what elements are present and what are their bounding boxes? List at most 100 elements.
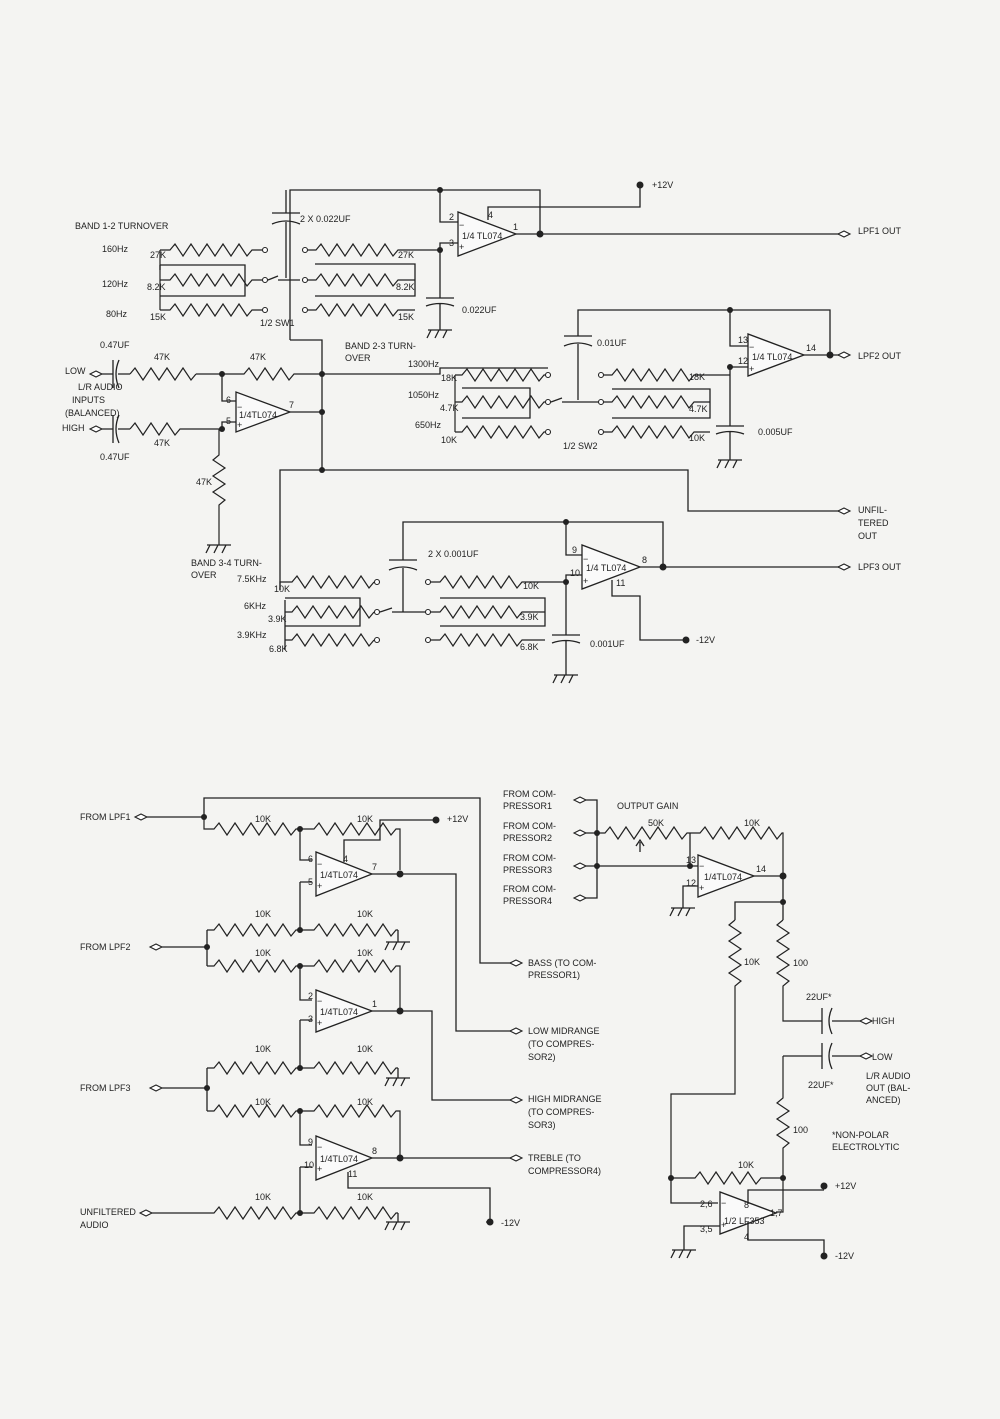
resistor-47k-1-label: 47K [154, 352, 170, 362]
opamp-lpf2-label: 1/4 TL074 [752, 352, 792, 362]
resistor-47k-right [604, 394, 710, 410]
wire-low-mid-out [372, 873, 512, 1032]
svg-text:−: − [721, 1198, 726, 1208]
resistor-68k-lpf3-left-label: 6.8K [269, 644, 288, 654]
band23-label-1: BAND 2-3 TURN- [345, 341, 416, 351]
svg-text:9: 9 [308, 1137, 313, 1147]
opamp-input-label: 1/4TL074 [239, 410, 277, 420]
resistor-47k-2 [129, 421, 222, 437]
resistor-10k-b6-label: 10K [255, 1192, 271, 1202]
output-low-mid-3: SOR2) [528, 1052, 556, 1062]
resistor-10k-b4-gnd [300, 1060, 398, 1076]
input-stage: LOW L/R AUDIO INPUTS (BALANCED) HIGH 0.4… [62, 339, 325, 554]
wire-sum-bus [586, 799, 690, 899]
output-bass-2: PRESSOR1) [528, 970, 580, 980]
note-1: *NON-POLAR [832, 1130, 890, 1140]
sw2-label: 1/2 SW2 [563, 441, 598, 451]
wire-lpf3-feedback [402, 521, 664, 568]
svg-text:6: 6 [226, 395, 231, 405]
svg-text:+: + [459, 242, 464, 252]
resistor-68k-lpf3-left [285, 632, 375, 648]
opamp-treble [315, 1135, 374, 1181]
band34-label-1: BAND 3-4 TURN- [191, 558, 262, 568]
wire-lpf3-inv [565, 522, 574, 556]
note-2: ELECTROLYTIC [832, 1142, 900, 1152]
ground-input [205, 544, 231, 554]
resistor-47k-left [454, 375, 545, 432]
resistor-18k-right [604, 367, 730, 383]
comp4-label-1: FROM COM- [503, 884, 556, 894]
svg-text:−: − [317, 996, 322, 1006]
svg-text:2: 2 [308, 991, 313, 1001]
wire-lpf3-right [440, 574, 574, 635]
output-lpf2-label: LPF2 OUT [858, 351, 902, 361]
resistor-47k-ground-label: 47K [196, 477, 212, 487]
lpf1-filter: BAND 1-2 TURNOVER 2 X 0.022UF 160Hz 120H… [75, 180, 902, 340]
wire-lpf1-power [452, 185, 641, 244]
plus12-lf353-label: +12V [835, 1181, 856, 1191]
resistor-10k-lpf3-left [279, 574, 375, 590]
svg-text:1,7: 1,7 [770, 1208, 783, 1218]
resistor-27k-right [308, 242, 440, 258]
resistor-10k-b6 [152, 1205, 300, 1221]
plus12-top-label: +12V [652, 180, 673, 190]
svg-text:5: 5 [226, 416, 231, 426]
resistor-18k-left [455, 367, 545, 383]
resistor-82k-right-label: 8.2K [396, 282, 415, 292]
output-treble-2: COMPRESSOR4) [528, 1166, 601, 1176]
pot-50k-label: 50K [648, 818, 664, 828]
svg-text:−: − [459, 220, 464, 230]
resistor-10k-b4-label: 10K [255, 1044, 271, 1054]
resistor-10k-b2-gnd-label: 10K [357, 909, 373, 919]
wire-bass [147, 797, 512, 964]
comp2-label-2: PRESSOR2 [503, 833, 552, 843]
switch-lpf3 [379, 607, 425, 613]
switch-sw2 [550, 397, 598, 403]
output-low-label: LOW [872, 1052, 893, 1062]
resistor-10k-b2-gnd [300, 922, 398, 938]
resistor-10k-inv [670, 919, 743, 1178]
resistor-10k-b1-label: 10K [255, 814, 271, 824]
freq-120: 120Hz [102, 279, 129, 289]
svg-text:7: 7 [372, 862, 377, 872]
output-high-mid-2: (TO COMPRES- [528, 1107, 594, 1117]
resistor-10k-b5-fb-label: 10K [357, 1097, 373, 1107]
unfiltered-path: UNFIL- TERED OUT [279, 469, 889, 590]
input-desc-3: (BALANCED) [65, 408, 120, 418]
resistor-27k-left-label: 27K [150, 250, 166, 260]
opamp-lpf2 [747, 333, 806, 377]
resistor-27k-left [160, 242, 262, 258]
opamp-low-mid [315, 989, 374, 1033]
input-high-terminal [88, 425, 104, 433]
resistor-10k-b2 [207, 922, 300, 938]
comp3-label-1: FROM COM- [503, 853, 556, 863]
cap-001-label: 0.01UF [597, 338, 627, 348]
resistor-10k-b3-fb [300, 958, 401, 1011]
opamp-input [235, 391, 292, 433]
cap-047-bottom [102, 414, 130, 444]
lpf3-filter: BAND 3-4 TURN- OVER 2 X 0.001UF 7.5KHz 6… [191, 519, 902, 684]
freq-160: 160Hz [102, 244, 129, 254]
lpf2-filter: BAND 2-3 TURN- OVER 0.01UF 1300Hz 1050Hz… [322, 307, 902, 469]
resistor-47k-right-label: 4.7K [689, 404, 708, 414]
comp4-label-2: PRESSOR4 [503, 896, 552, 906]
resistor-15k-left-label: 15K [150, 312, 166, 322]
resistor-10k-b6-gnd [300, 1205, 398, 1221]
resistor-39k-lpf3-right-label: 3.9K [520, 612, 539, 622]
opamp-lpf3-label: 1/4 TL074 [586, 563, 626, 573]
potentiometer-50k [597, 825, 690, 841]
svg-text:10: 10 [304, 1160, 314, 1170]
switch-sw1 [267, 275, 300, 281]
opamp-bass-label: 1/4TL074 [320, 870, 358, 880]
cap-022-ground [425, 297, 455, 339]
input-from-lpf3: FROM LPF3 [80, 1083, 131, 1093]
resistor-39k-lpf3-left-label: 3.9K [268, 614, 287, 624]
cap-047-top-label: 0.47UF [100, 340, 130, 350]
input-unfiltered-1: UNFILTERED [80, 1207, 136, 1217]
resistor-47k-feedback-label: 47K [250, 352, 266, 362]
output-unfiltered-2: TERED [858, 518, 889, 528]
minus12-top-label: -12V [696, 635, 715, 645]
resistor-10k-b1 [203, 817, 300, 837]
input-low-label: LOW [65, 366, 86, 376]
